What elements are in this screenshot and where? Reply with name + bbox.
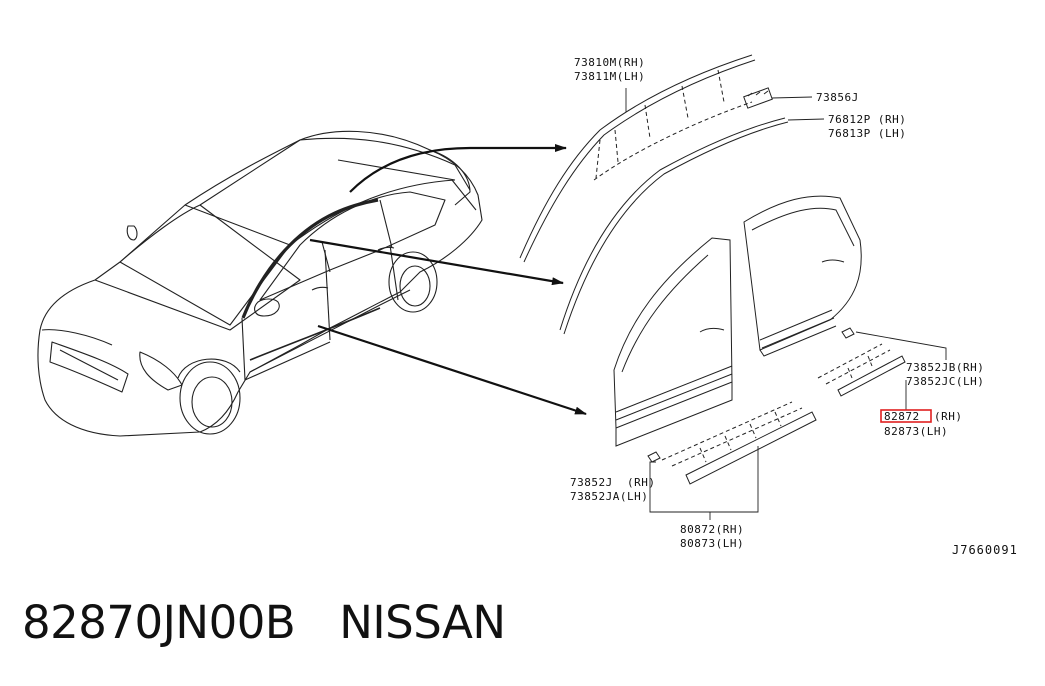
label-73852jc: 73852JC(LH) xyxy=(906,375,984,388)
caption: 82870JN00B NISSAN xyxy=(22,596,506,649)
label-leader-lines xyxy=(625,88,947,520)
rear-door-moulding-drawing xyxy=(817,327,906,397)
leader-arrows xyxy=(309,144,587,416)
label-73852j: 73852J (RH) xyxy=(570,476,655,489)
drip-moulding-drawing xyxy=(559,117,789,335)
label-76813p: 76813P (LH) xyxy=(828,127,906,140)
rear-door-drawing xyxy=(743,195,862,357)
label-73852jb: 73852JB(RH) xyxy=(906,361,984,374)
label-73852ja: 73852JA(LH) xyxy=(570,490,648,503)
label-80872: 80872(RH) xyxy=(680,523,744,536)
label-82872: 82872 xyxy=(884,410,920,423)
highlight-box xyxy=(880,409,932,423)
brand-name: NISSAN xyxy=(339,596,506,649)
part-labels: 73810M(RH) 73811M(LH) 73856J 76812P (RH)… xyxy=(570,56,1018,557)
label-82873: 82873(LH) xyxy=(884,425,948,438)
label-73810m: 73810M(RH) xyxy=(574,56,645,69)
roof-moulding-drawing xyxy=(519,54,756,263)
label-82872-suffix: (RH) xyxy=(934,410,963,423)
part-number: 82870JN00B xyxy=(22,596,296,649)
roof-clip-drawing xyxy=(743,87,773,109)
label-73811m: 73811M(LH) xyxy=(574,70,645,83)
front-door-drawing xyxy=(613,237,733,447)
label-76812p: 76812P (RH) xyxy=(828,113,906,126)
car-illustration xyxy=(37,130,483,437)
front-door-moulding-drawing xyxy=(647,401,817,485)
diagram-reference: J7660091 xyxy=(952,543,1018,557)
label-73856j: 73856J xyxy=(816,91,859,104)
label-80873: 80873(LH) xyxy=(680,537,744,550)
